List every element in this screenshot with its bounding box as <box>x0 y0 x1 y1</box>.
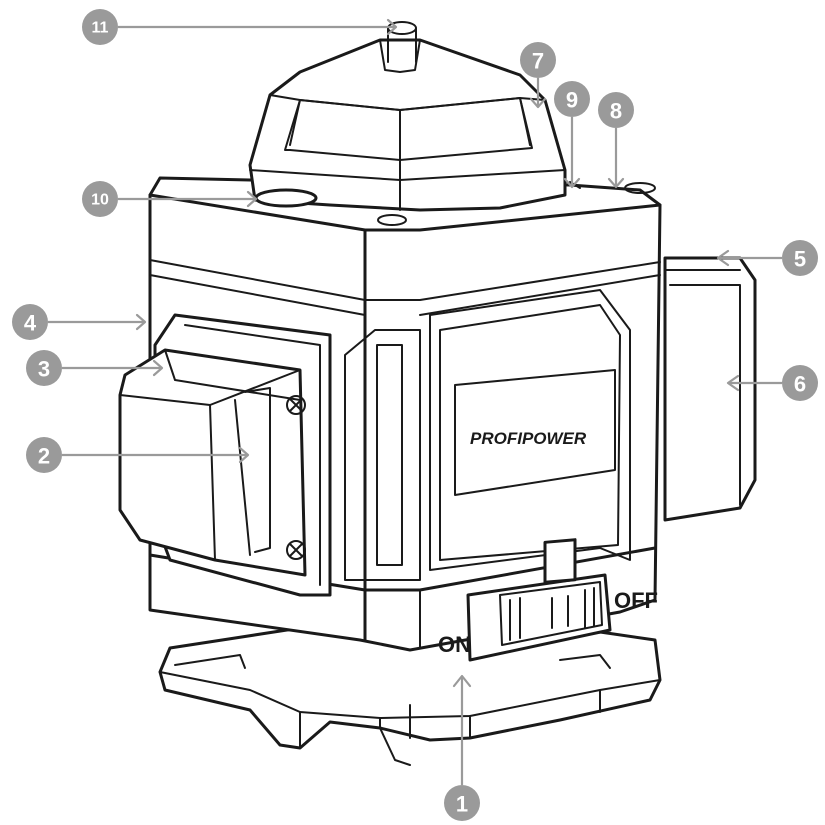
base-plate <box>158 626 662 766</box>
svg-text:4: 4 <box>24 311 37 336</box>
svg-text:3: 3 <box>38 357 50 382</box>
svg-text:10: 10 <box>91 192 109 209</box>
rear-battery <box>663 256 757 522</box>
svg-text:2: 2 <box>38 444 50 469</box>
callout-badge-2: 2 <box>26 437 62 473</box>
callout-badge-3: 3 <box>26 350 62 386</box>
callout-badge-11: 11 <box>82 9 118 45</box>
callout-badge-9: 9 <box>554 81 590 117</box>
callout-badge-10: 10 <box>82 181 118 217</box>
front-window <box>344 289 631 581</box>
brand-logo: PROFIPOWER <box>470 429 587 448</box>
svg-text:11: 11 <box>92 20 109 37</box>
svg-text:7: 7 <box>532 49 544 74</box>
svg-text:6: 6 <box>794 372 806 397</box>
callout-badge-8: 8 <box>598 92 634 128</box>
switch-off-label: OFF <box>614 588 658 613</box>
callout-badge-5: 5 <box>782 240 818 276</box>
callout-badge-1: 1 <box>444 785 480 821</box>
laser-turret <box>248 21 656 226</box>
callout-badge-6: 6 <box>782 365 818 401</box>
callout-badge-4: 4 <box>12 304 48 340</box>
svg-text:9: 9 <box>566 88 578 113</box>
switch-on-label: ON <box>438 632 471 657</box>
svg-text:8: 8 <box>610 99 622 124</box>
svg-text:1: 1 <box>456 792 468 817</box>
power-switch-slider[interactable] <box>509 538 595 641</box>
svg-text:5: 5 <box>794 247 806 272</box>
callout-leaders <box>48 18 782 785</box>
callout-badge-7: 7 <box>520 42 556 78</box>
